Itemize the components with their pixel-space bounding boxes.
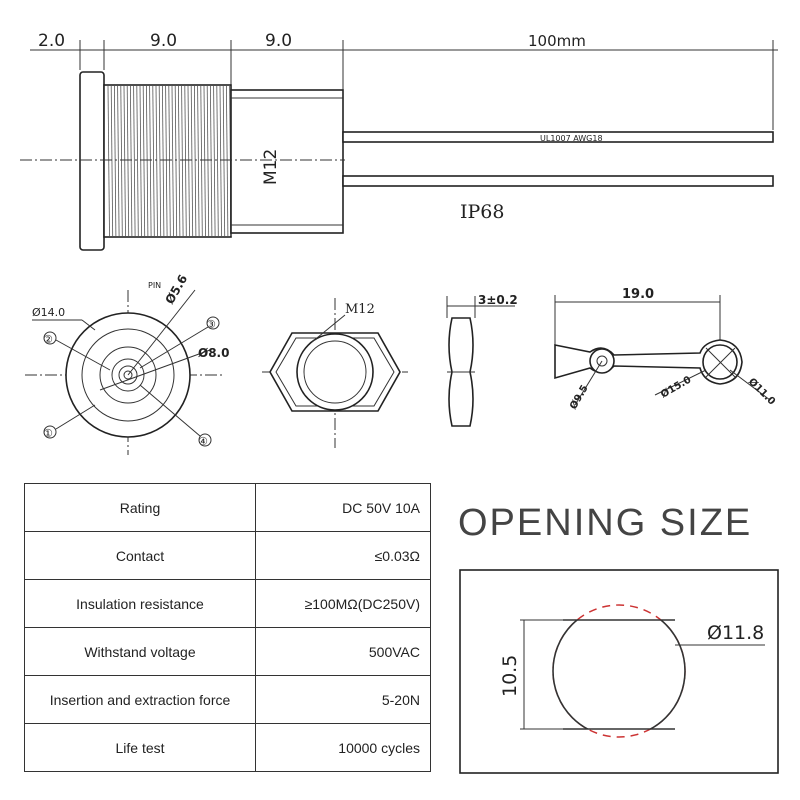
dim-wire-length: 100mm: [528, 32, 586, 50]
dim-thread: 9.0: [150, 31, 177, 51]
callout-3: ③: [206, 318, 216, 331]
callout-1: ①: [43, 427, 53, 440]
wrench-ring-outer: Ø15.0: [659, 374, 694, 401]
spec-label: Insulation resistance: [24, 579, 256, 628]
front-view: Ø14.0 PIN Ø5.6 Ø8.0 ② ③ ① ④: [25, 272, 229, 455]
spec-label: Insertion and extraction force: [24, 675, 256, 724]
nut-thread-label: M12: [345, 302, 375, 317]
nut-thickness: 3±0.2: [478, 293, 518, 307]
nut-side-view: 3±0.2: [446, 293, 518, 427]
opening-diagram: 10.5 Ø11.8: [459, 569, 779, 774]
thread-lines: [107, 85, 232, 237]
wrench-view: 19.0 Ø9.5 Ø15.0 Ø11.0: [554, 287, 778, 412]
spec-row: Contact≤0.03Ω: [24, 531, 431, 580]
spec-value: 10000 cycles: [255, 723, 431, 772]
spec-value: ≤0.03Ω: [255, 531, 431, 580]
wrench-ring-inner: Ø11.0: [746, 376, 778, 408]
thread-label: M12: [261, 149, 281, 185]
spec-value: 5-20N: [255, 675, 431, 724]
spec-value: 500VAC: [255, 627, 431, 676]
ip-rating: IP68: [460, 201, 504, 223]
side-view: 2.0 9.0 9.0 100mm M12 UL1007 AWG18 IP68: [20, 31, 778, 251]
pin-label: PIN: [148, 281, 161, 290]
inner-dia-label: Ø8.0: [198, 346, 229, 360]
opening-flat-width: 10.5: [499, 655, 521, 697]
callout-4: ④: [198, 435, 208, 448]
spec-row: Insulation resistance≥100MΩ(DC250V): [24, 579, 431, 628]
wrench-small-dia: Ø9.5: [567, 383, 591, 412]
nut-view: M12: [262, 298, 408, 448]
opening-size-title: OPENING SIZE: [458, 502, 753, 544]
dim-body: 9.0: [265, 31, 292, 51]
spec-value: DC 50V 10A: [255, 483, 431, 532]
wrench-length: 19.0: [622, 287, 654, 302]
opening-diameter: Ø11.8: [707, 622, 764, 644]
spec-label: Contact: [24, 531, 256, 580]
spec-label: Withstand voltage: [24, 627, 256, 676]
spec-value: ≥100MΩ(DC250V): [255, 579, 431, 628]
callout-2: ②: [43, 333, 53, 346]
spec-label: Rating: [24, 483, 256, 532]
wire-label: UL1007 AWG18: [540, 134, 603, 143]
outer-dia-label: Ø14.0: [32, 306, 65, 319]
technical-drawing: 2.0 9.0 9.0 100mm M12 UL1007 AWG18 IP68 …: [20, 31, 778, 455]
spec-label: Life test: [24, 723, 256, 772]
dim-flange: 2.0: [38, 31, 65, 51]
